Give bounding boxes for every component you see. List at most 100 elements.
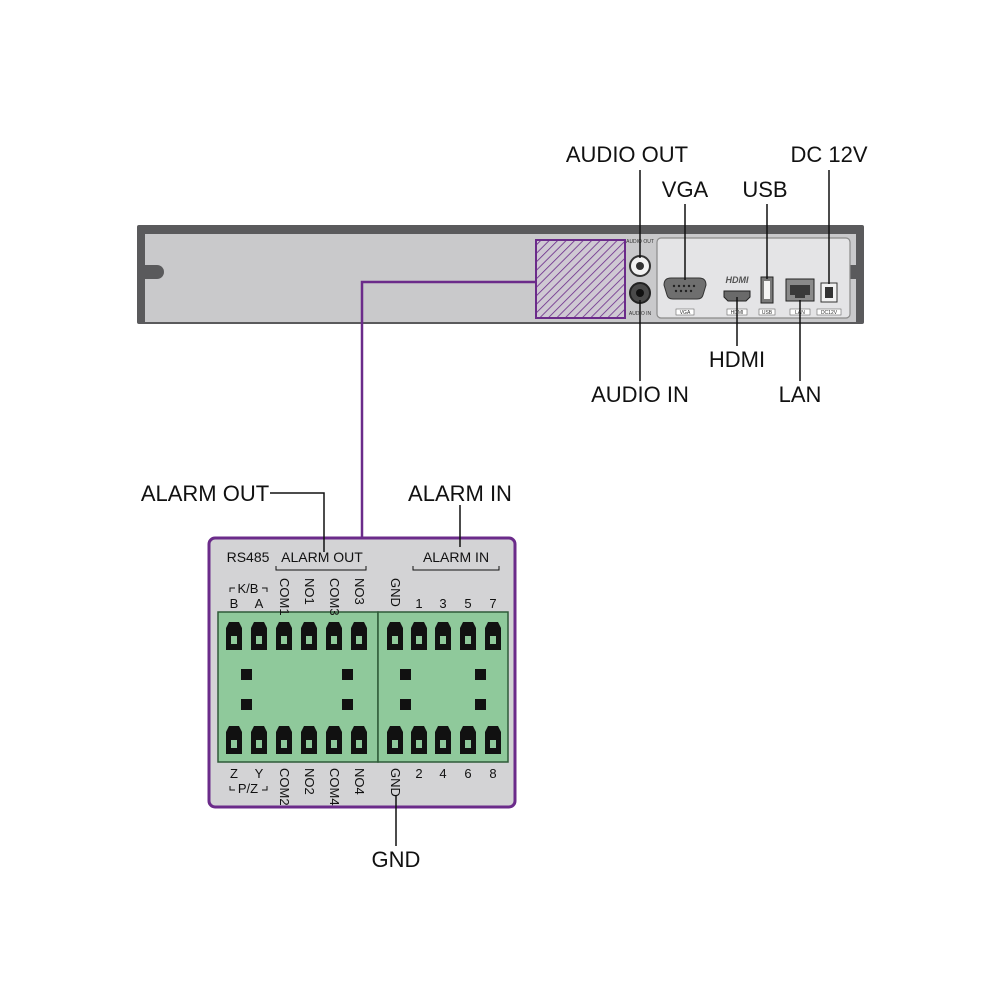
- pin-label-bottom-4: COM4: [327, 768, 342, 806]
- pin-label-top-8: 3: [439, 596, 446, 611]
- audio-out-label: AUDIO OUT: [566, 142, 688, 167]
- vga-port: [663, 277, 707, 300]
- terminal-pin-top-5: [351, 622, 367, 650]
- terminal-pin-top-3: [301, 622, 317, 650]
- pz-group-label: P/Z: [238, 781, 258, 796]
- pin-label-top-7: 1: [415, 596, 422, 611]
- pin-label-top-3: NO1: [302, 578, 317, 605]
- terminal-pin-bottom-1: [251, 726, 267, 754]
- alarm-port-connector-line: [360, 280, 536, 538]
- terminal-pins-top: [226, 622, 501, 650]
- pz-bracket-left: [229, 786, 235, 791]
- audio-out-jack-hole: [636, 262, 644, 270]
- left-notch: [145, 265, 164, 279]
- pin-label-bottom-1: Y: [255, 766, 264, 781]
- pin-label-top-0: B: [230, 596, 239, 611]
- terminal-pin-bottom-3: [301, 726, 317, 754]
- dc-power-socket: [825, 287, 833, 298]
- mount-square-3: [342, 669, 353, 680]
- terminal-pin-bottom-7: [411, 726, 427, 754]
- terminal-pin-top-1: [251, 622, 267, 650]
- terminal-pin-bottom-5: [351, 726, 367, 754]
- vga-pins: [672, 284, 696, 293]
- pin-label-top-1: A: [255, 596, 264, 611]
- vga-label: VGA: [662, 177, 709, 202]
- audio-in-label: AUDIO IN: [591, 382, 689, 407]
- usb-port-tongue: [764, 281, 770, 299]
- kb-bracket-right: [262, 587, 268, 592]
- pin-label-bottom-6: GND: [388, 768, 403, 797]
- hdmi-port: [723, 290, 751, 302]
- vga-tag: [675, 308, 695, 316]
- alarm-in-header: ALARM IN: [423, 549, 489, 565]
- terminal-pin-top-9: [460, 622, 476, 650]
- nvr-rear-panel: AUDIO OUT AUDIO IN VGA HDMI HDMI USB LAN: [137, 225, 864, 324]
- pin-labels-top: B A COM1 NO1 COM3 NO3 GND 1 3 5 7: [230, 578, 497, 616]
- dc-panel-text: DC12V: [821, 310, 838, 316]
- pin-label-top-9: 5: [464, 596, 471, 611]
- mount-square-5: [400, 669, 411, 680]
- terminal-pin-bottom-10: [485, 726, 501, 754]
- hdmi-label: HDMI: [709, 347, 765, 372]
- terminal-pin-top-2: [276, 622, 292, 650]
- terminal-mounting-squares: [241, 669, 486, 710]
- terminal-pin-bottom-2: [276, 726, 292, 754]
- pin-label-top-10: 7: [489, 596, 496, 611]
- dc-tag: [816, 308, 842, 316]
- gnd-callout: GND: [372, 847, 421, 872]
- mount-square-2: [241, 699, 252, 710]
- hdmi-logo: HDMI: [726, 275, 749, 285]
- pin-label-bottom-7: 2: [415, 766, 422, 781]
- terminal-pin-bottom-4: [326, 726, 342, 754]
- pin-label-top-5: NO3: [352, 578, 367, 605]
- pin-label-bottom-8: 4: [439, 766, 446, 781]
- terminal-pin-bottom-6: [387, 726, 403, 754]
- terminal-pin-bottom-9: [460, 726, 476, 754]
- pin-label-top-4: COM3: [327, 578, 342, 616]
- port-leader-lines: [639, 170, 830, 381]
- pin-label-bottom-0: Z: [230, 766, 238, 781]
- pz-bracket-right: [262, 786, 268, 791]
- mount-square-1: [241, 669, 252, 680]
- terminal-board: RS485 ALARM OUT ALARM IN K/B P/Z B: [207, 536, 517, 809]
- usb-label: USB: [742, 177, 787, 202]
- terminal-pin-top-6: [387, 622, 403, 650]
- dc-label: DC 12V: [790, 142, 867, 167]
- alarm-out-callout-line: [270, 492, 325, 552]
- alarm-out-bracket: [275, 566, 367, 571]
- alarm-port-area: [535, 239, 626, 319]
- audio-in-jack-hole: [636, 289, 644, 297]
- alarm-out-callout: ALARM OUT: [141, 481, 269, 506]
- pin-label-bottom-5: NO4: [352, 768, 367, 795]
- alarm-in-bracket: [412, 566, 500, 571]
- pin-label-bottom-10: 8: [489, 766, 496, 781]
- terminal-pin-bottom-0: [226, 726, 242, 754]
- pin-label-top-2: COM1: [277, 578, 292, 616]
- mount-square-8: [475, 699, 486, 710]
- alarm-in-callout: ALARM IN: [408, 481, 512, 506]
- terminal-pins-bottom: [226, 726, 501, 754]
- lan-label: LAN: [779, 382, 822, 407]
- terminal-pin-top-4: [326, 622, 342, 650]
- terminal-pin-bottom-8: [435, 726, 451, 754]
- mount-square-6: [400, 699, 411, 710]
- kb-bracket-left: [229, 587, 235, 592]
- pin-label-bottom-3: NO2: [302, 768, 317, 795]
- mount-square-7: [475, 669, 486, 680]
- pin-label-bottom-9: 6: [464, 766, 471, 781]
- pin-label-top-6: GND: [388, 578, 403, 607]
- terminal-pin-top-7: [411, 622, 427, 650]
- lan-port-socket: [790, 285, 810, 298]
- terminal-pin-top-8: [435, 622, 451, 650]
- kb-group-label: K/B: [238, 581, 259, 596]
- vga-panel-text: VGA: [680, 310, 691, 316]
- alarm-out-header: ALARM OUT: [281, 549, 363, 565]
- usb-tag: [758, 308, 776, 316]
- terminal-pin-top-10: [485, 622, 501, 650]
- terminal-pin-top-0: [226, 622, 242, 650]
- usb-panel-text: USB: [762, 310, 773, 316]
- mount-square-4: [342, 699, 353, 710]
- rs485-header: RS485: [227, 549, 270, 565]
